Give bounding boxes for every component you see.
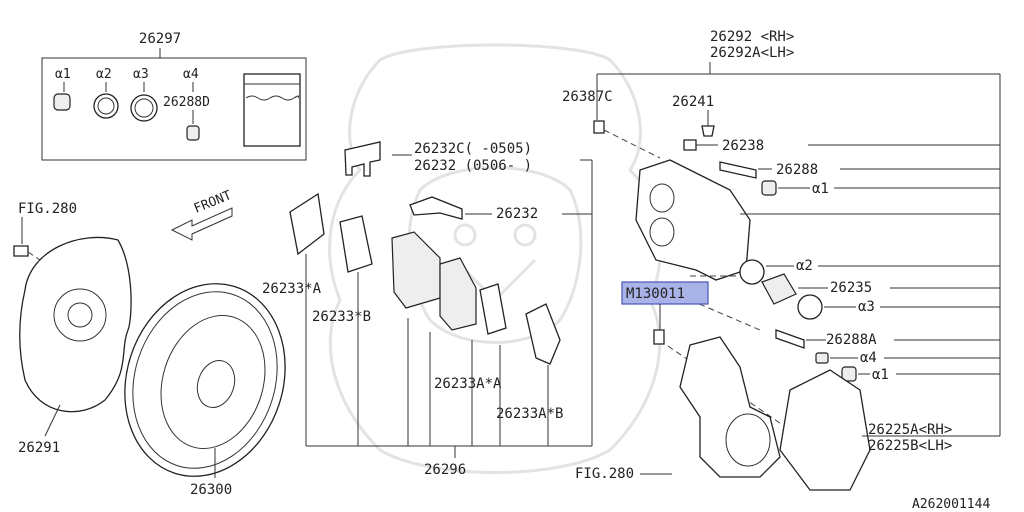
pad-clip-icon — [409, 196, 463, 220]
pad-b-label: 26233*B — [312, 309, 371, 325]
piston-label: 26235 — [830, 280, 872, 296]
front-indicator: FRONT — [170, 188, 234, 241]
guide-pin-1-label: 26288 — [776, 162, 818, 178]
boot-icon — [53, 93, 71, 111]
pad-set-label: 26296 — [424, 462, 466, 478]
caliper-bolt-icon — [593, 120, 605, 134]
backing-plate-icon — [19, 236, 132, 413]
shim-upper-label-b: 26232 (0506- ) — [414, 158, 532, 174]
brake-pad-inner-icon — [439, 257, 477, 331]
brake-pad-icon — [391, 231, 441, 309]
highlight-label: M130011 — [626, 286, 685, 302]
cap-label: 26238 — [722, 138, 764, 154]
caliper-lh-label: 26292A<LH> — [710, 45, 794, 61]
watermark-crest — [328, 43, 662, 474]
rotor-label: 26300 — [190, 482, 232, 498]
kit-box — [41, 57, 307, 161]
brake-rotor-icon — [124, 283, 286, 477]
support-rh-label: 26225A<RH> — [868, 422, 952, 438]
pad-outer-shim-icon — [289, 192, 325, 256]
boot-a1-lower-label: α1 — [872, 367, 889, 383]
pad-shim-aa-icon — [479, 283, 507, 335]
shield-bolt-icon — [13, 245, 29, 257]
caliper-body-icon — [635, 159, 751, 281]
highlight-box — [621, 281, 709, 305]
kit-item-a1: α1 — [55, 67, 71, 82]
shield-label: 26291 — [18, 440, 60, 456]
kit-item-a3: α3 — [133, 67, 149, 82]
pad-shim-ab-icon — [525, 303, 561, 365]
kit-item-a4: α4 — [183, 67, 199, 82]
pin-boot-upper-icon — [761, 180, 777, 196]
steering-knuckle-icon — [679, 336, 781, 478]
pin-boot-icon — [186, 125, 200, 141]
bolt-26387c-label: 26387C — [562, 89, 613, 105]
piston-seal-icon — [739, 259, 765, 285]
caliper-rh-label: 26292 <RH> — [710, 29, 794, 45]
highlight-callout-m130011[interactable]: M130011 — [621, 281, 709, 345]
guide-pin-icon — [719, 161, 757, 179]
pad-a-label: 26233*A — [262, 281, 322, 297]
fig280-top-label: FIG.280 — [18, 201, 77, 217]
rotor-group[interactable]: 26300 — [101, 263, 310, 498]
clip-label: 26232 — [496, 206, 538, 222]
pad-shim-b-icon — [339, 215, 373, 273]
front-arrow-icon — [170, 207, 233, 241]
bleeder-screw-icon — [683, 139, 697, 151]
kit-26297[interactable]: 26297 α1 α2 α3 α4 26288D — [41, 31, 307, 161]
diagram-id: A262001144 — [912, 497, 990, 512]
pin-boot-a4-icon — [815, 352, 829, 364]
kit-item-26288d: 26288D — [163, 95, 210, 110]
caliper-piston-icon — [761, 273, 797, 305]
knuckle-support-group[interactable]: 26225A<RH> 26225B<LH> FIG.280 — [575, 336, 1000, 491]
bleeder-cap-icon — [701, 125, 715, 137]
fig280-bottom-label: FIG.280 — [575, 466, 634, 482]
knuckle-bolt-icon — [653, 329, 665, 345]
kit-number: 26297 — [139, 31, 181, 47]
shim-upper-label-a: 26232C( -0505) — [414, 141, 532, 157]
caliper-support-icon — [779, 369, 871, 491]
support-lh-label: 26225B<LH> — [868, 438, 952, 454]
backing-plate-group[interactable]: FIG.280 26291 — [13, 201, 132, 456]
boot-a4-label: α4 — [860, 350, 877, 366]
guide-pin-a-icon — [775, 329, 805, 349]
kit-item-a2: α2 — [96, 67, 112, 82]
caliper-group[interactable]: 26292 <RH> 26292A<LH> 26387C 26241 26238… — [562, 29, 1001, 436]
pad-ab-label: 26233A*B — [496, 406, 563, 422]
pin-boot-lower-icon — [841, 366, 857, 382]
guide-pin-2-label: 26288A — [826, 332, 877, 348]
seal-a2-label: α2 — [796, 258, 813, 274]
pad-aa-label: 26233A*A — [434, 376, 502, 392]
piston-boot-icon — [797, 294, 823, 320]
boot-a3-label: α3 — [858, 299, 875, 315]
pads-group[interactable]: 26232C( -0505) 26232 (0506- ) 26232 2623… — [262, 141, 593, 478]
shim-icon — [344, 141, 381, 177]
bleeder-label: 26241 — [672, 94, 714, 110]
grease-packet-icon — [243, 73, 301, 147]
front-label: FRONT — [192, 188, 234, 217]
boot-a1-upper-label: α1 — [812, 181, 829, 197]
